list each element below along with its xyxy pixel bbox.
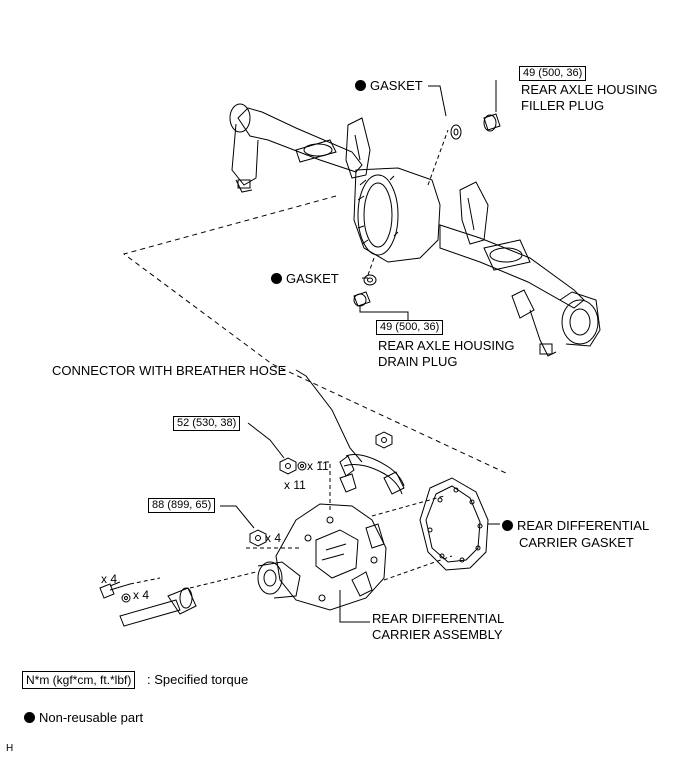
drain-plug-label-line2: DRAIN PLUG: [378, 354, 458, 369]
shaft-qty-a: x 4: [101, 572, 118, 586]
shaft-bolt-part: [99, 583, 131, 603]
carrier-assembly-label-line1: REAR DIFFERENTIAL: [372, 611, 505, 626]
bolt-torque-box: 88 (899, 65): [148, 498, 216, 513]
drain-torque-box: 49 (500, 36): [376, 320, 444, 335]
propeller-shaft-part: [119, 587, 197, 627]
nut-qty-a: x 11: [307, 459, 329, 473]
filler-torque-box: 49 (500, 36): [519, 66, 587, 81]
nut-qty-b: x 11: [284, 478, 306, 492]
carrier-nut-part: [279, 457, 307, 475]
bolt-qty: x 4: [265, 531, 282, 545]
gasket-bottom-text: GASKET: [286, 271, 339, 286]
filler-gasket-part: [450, 124, 462, 140]
breather-hose-part: [295, 369, 405, 495]
non-reusable-icon: [355, 80, 366, 91]
drain-gasket-part: [363, 274, 377, 286]
non-reusable-icon: [24, 712, 35, 723]
filler-plug-label-line1: REAR AXLE HOUSING: [521, 82, 658, 97]
legend-non-reusable-text: Non-reusable part: [39, 710, 144, 725]
carrier-bolt-part: [249, 529, 267, 547]
carrier-gasket-label-line1: REAR DIFFERENTIAL: [502, 518, 649, 534]
differential-carrier-part: [257, 503, 387, 611]
carrier-assembly-label-line2: CARRIER ASSEMBLY: [372, 627, 503, 642]
filler-plug-label-line2: FILLER PLUG: [521, 98, 605, 113]
carrier-gasket-part: [419, 477, 489, 571]
legend-non-reusable: Non-reusable part: [24, 710, 143, 726]
legend-torque-text: : Specified torque: [147, 672, 249, 687]
rear-axle-housing: [229, 103, 601, 357]
non-reusable-icon: [271, 273, 282, 284]
nut-torque-box: 52 (530, 38): [173, 416, 241, 431]
connector-nut-part: [375, 431, 393, 449]
legend-torque-box: N*m (kgf*cm, ft.*lbf): [22, 671, 136, 689]
non-reusable-icon: [502, 520, 513, 531]
filler-plug-part: [483, 113, 501, 132]
figure-code: H: [6, 743, 14, 754]
connector-breather-label: CONNECTOR WITH BREATHER HOSE: [52, 363, 287, 378]
drain-plug-label-line1: REAR AXLE HOUSING: [378, 338, 515, 353]
gasket-top-text: GASKET: [370, 78, 423, 93]
shaft-qty-b: x 4: [133, 588, 150, 602]
gasket-top-label: GASKET: [355, 78, 423, 94]
drain-plug-part: [353, 291, 371, 307]
carrier-gasket-text1: REAR DIFFERENTIAL: [517, 518, 650, 533]
carrier-gasket-label-line2: CARRIER GASKET: [519, 535, 634, 550]
gasket-bottom-label: GASKET: [271, 271, 339, 287]
